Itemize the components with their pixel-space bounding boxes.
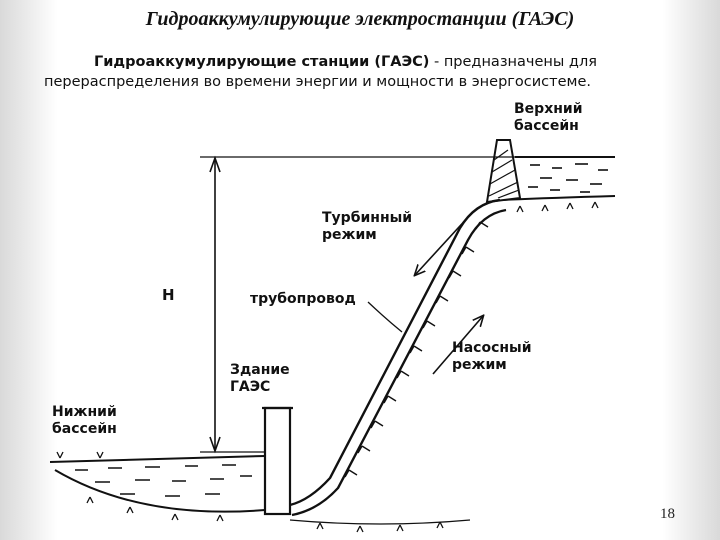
label-turbine-mode-line2: режим: [322, 227, 377, 243]
label-pump-mode-line1: Насосный: [452, 340, 532, 356]
label-lower-basin: Нижний бассейн: [52, 404, 117, 438]
upper-basin: [499, 156, 616, 213]
label-pump-mode: Насосный режим: [452, 340, 532, 374]
penstock-pipeline: [289, 198, 507, 517]
label-station: Здание ГАЭС: [230, 362, 290, 396]
label-head: Н: [162, 286, 175, 304]
label-turbine-mode-line1: Турбинный: [322, 210, 413, 226]
slide-title: Гидроаккумулирующие электростанции (ГАЭС…: [145, 8, 575, 30]
head-dimension: [200, 155, 515, 454]
intro-bold: Гидроаккумулирующие станции (ГАЭС): [94, 54, 430, 70]
label-upper-basin: Верхний бассейн: [514, 101, 583, 135]
pipeline-leader: [367, 301, 403, 333]
ground-line: [289, 519, 471, 533]
label-turbine-mode: Турбинный режим: [322, 210, 412, 244]
label-pipeline: трубопровод: [250, 291, 356, 307]
label-upper-basin-line2: бассейн: [514, 118, 579, 134]
label-station-line2: ГАЭС: [230, 379, 271, 395]
upper-dam: [485, 139, 522, 204]
label-upper-basin-line1: Верхний: [514, 101, 583, 117]
label-station-line1: Здание: [230, 362, 290, 378]
intro-rest: - предназначены для перераспределения во…: [44, 54, 597, 90]
label-lower-basin-line1: Нижний: [52, 404, 117, 420]
station-building: [262, 406, 293, 516]
lower-basin: [49, 451, 266, 522]
page-number: 18: [660, 506, 675, 522]
label-pump-mode-line2: режим: [452, 357, 507, 373]
intro-text: Гидроаккумулирующие станции (ГАЭС) - пре…: [44, 52, 684, 92]
pump-mode-arrow: [432, 316, 483, 375]
turbine-mode-arrow: [415, 214, 471, 275]
label-lower-basin-line2: бассейн: [52, 421, 117, 437]
